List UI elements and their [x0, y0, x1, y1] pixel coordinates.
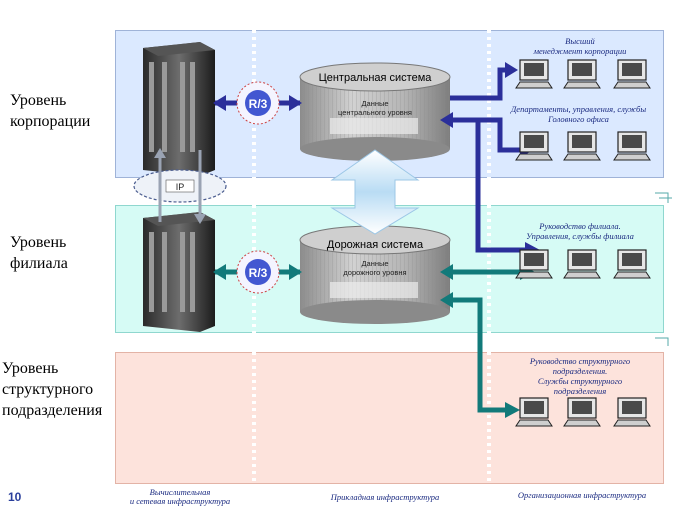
- level-corporation-label: Уровень корпорации: [10, 92, 91, 130]
- svg-text:Центральная система: Центральная система: [319, 72, 433, 84]
- footer-applied: Прикладная инфраструктура: [330, 492, 440, 502]
- server-branch-icon: [143, 212, 215, 332]
- r3-connector-corporation: R/3: [213, 81, 302, 125]
- workstation-icon: [563, 249, 601, 279]
- workstation-icon: [613, 59, 651, 89]
- page-number: 10: [8, 490, 22, 504]
- head-departments-caption: Департаменты, управления, службы Головно…: [510, 104, 647, 124]
- replication-arrow: [330, 149, 420, 235]
- branch-management-caption: Руководство филиала. Управления, службы …: [526, 221, 634, 241]
- workstation-icon: [515, 397, 553, 427]
- division-management-caption: Руководство структурного подразделения. …: [529, 356, 631, 396]
- workstation-icon: [613, 249, 651, 279]
- svg-text:R/3: R/3: [249, 97, 268, 111]
- workstation-icon: [613, 131, 651, 161]
- ip-network-cloud: IP: [133, 148, 227, 224]
- workstation-icon: [613, 397, 651, 427]
- workstation-icon: [515, 59, 553, 89]
- workstation-icon: [563, 131, 601, 161]
- workstation-icon: [515, 249, 553, 279]
- server-corporation-icon: [143, 42, 215, 176]
- svg-text:Дорожная система: Дорожная система: [327, 239, 424, 251]
- road-user-arrows: [452, 269, 520, 413]
- central-user-arrows: [450, 67, 525, 253]
- level-branch-label: Уровень филиала: [10, 234, 68, 272]
- svg-text:IP: IP: [176, 182, 185, 192]
- top-management-caption: Высший менеджмент корпорации: [533, 36, 627, 56]
- r3-connector-branch: R/3: [213, 250, 302, 294]
- workstation-icon: [563, 397, 601, 427]
- workstation-icon: [515, 131, 553, 161]
- workstation-group: [515, 59, 651, 427]
- level-division-label: Уровень структурного подразделения: [2, 360, 103, 419]
- workstation-icon: [563, 59, 601, 89]
- footer-computing: Вычислительная и сетевая инфраструктура: [129, 487, 231, 506]
- svg-text:R/3: R/3: [249, 266, 268, 280]
- footer-organizational: Организационная инфраструктура: [517, 490, 647, 500]
- corner-marks: [655, 192, 672, 346]
